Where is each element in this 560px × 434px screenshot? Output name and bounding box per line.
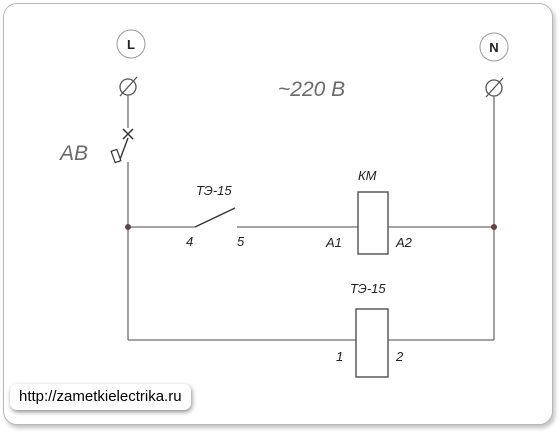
heater-pin-a: 1 bbox=[336, 349, 343, 364]
heater-label: ТЭ-15 bbox=[350, 281, 386, 296]
thermostat-contact bbox=[194, 207, 236, 228]
contactor-coil bbox=[357, 191, 389, 255]
breaker-label: АВ bbox=[58, 142, 88, 165]
terminal-n-connector bbox=[485, 77, 504, 98]
terminal-l-connector bbox=[119, 76, 138, 97]
junction-left bbox=[125, 224, 131, 230]
diagram-frame bbox=[3, 3, 553, 425]
thermostat-pin-b: 5 bbox=[237, 234, 245, 249]
thermostat-label: ТЭ-15 bbox=[196, 183, 232, 198]
contactor-label: КМ bbox=[358, 168, 377, 183]
terminal-n-badge: N bbox=[479, 32, 509, 62]
thermostat-pin-a: 4 bbox=[186, 234, 193, 249]
contactor-pin-a: А1 bbox=[325, 235, 342, 250]
terminal-l-label: L bbox=[127, 37, 135, 52]
watermark-url: http://zametkielectrika.ru bbox=[10, 384, 191, 410]
junction-right bbox=[491, 224, 497, 230]
heater-element bbox=[355, 308, 389, 378]
heater-pin-b: 2 bbox=[395, 349, 404, 364]
terminal-l-badge: L bbox=[116, 29, 146, 59]
voltage-label: ~220 В bbox=[278, 78, 345, 101]
contactor-pin-b: А2 bbox=[395, 235, 413, 250]
terminal-n-label: N bbox=[489, 40, 498, 55]
breaker-symbol bbox=[110, 128, 134, 164]
